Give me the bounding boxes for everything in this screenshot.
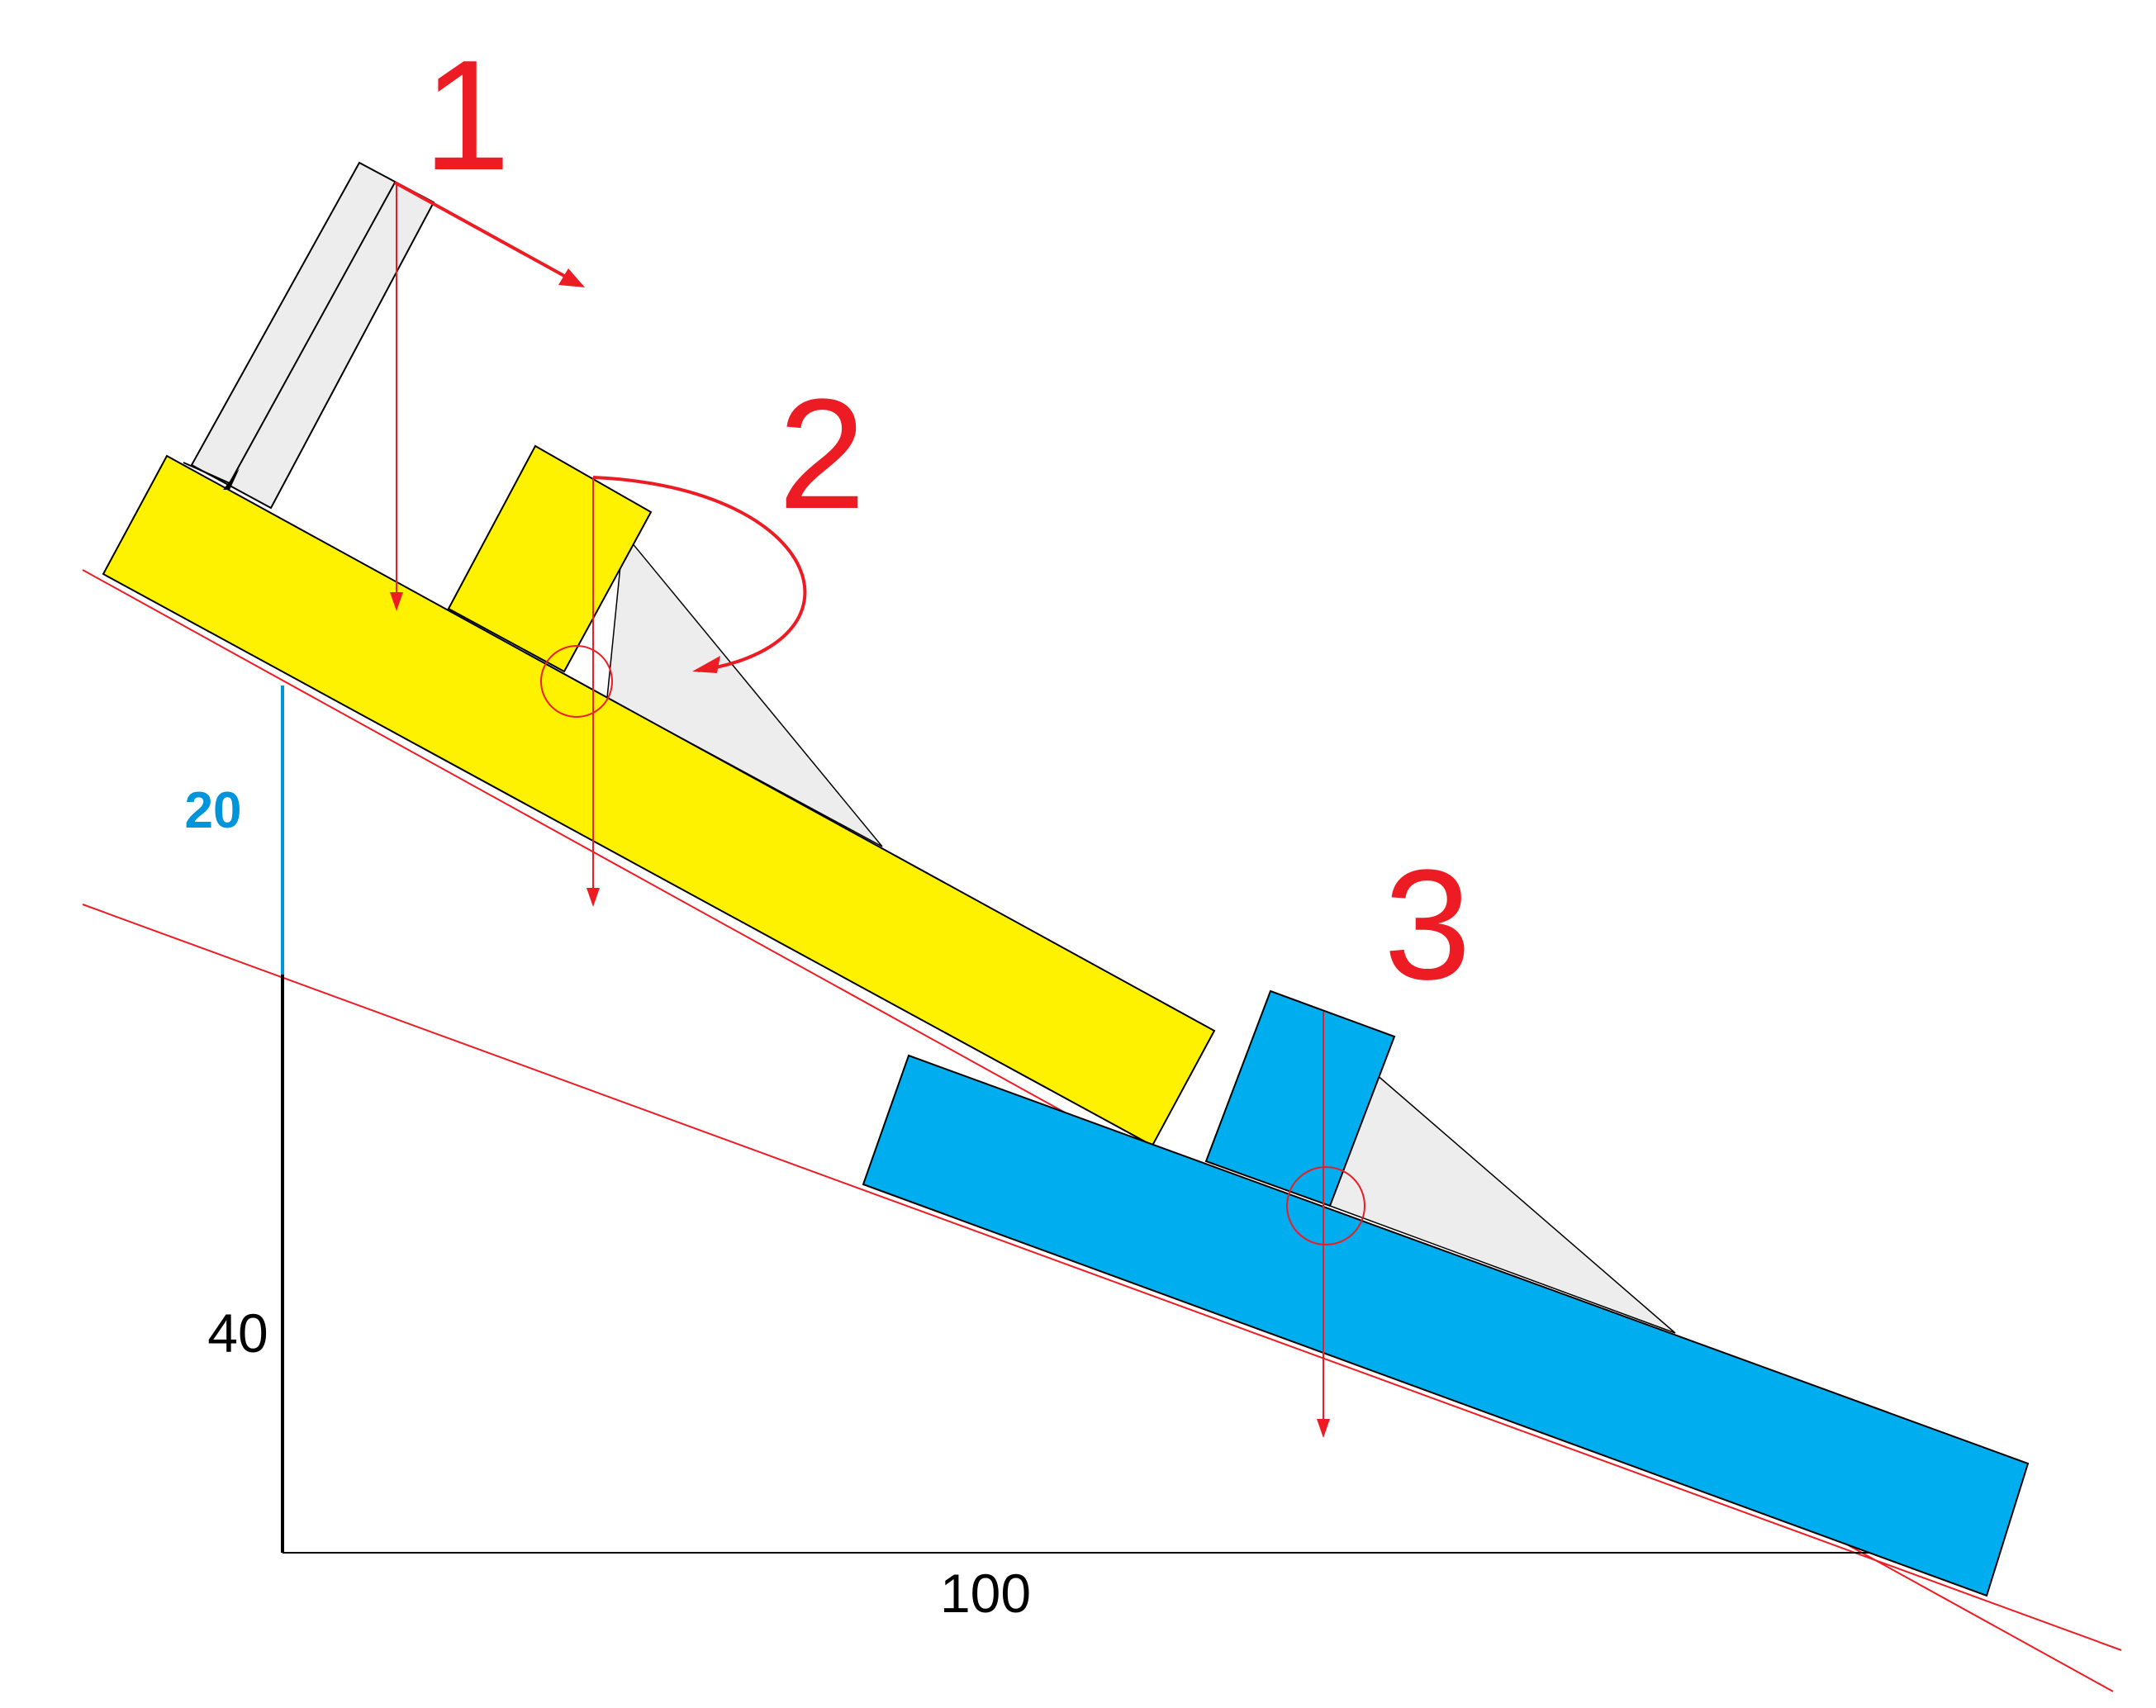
step-label-1: 1 xyxy=(423,28,511,203)
force-arrow-stick-head xyxy=(390,592,403,611)
dimension-label-100: 100 xyxy=(940,1563,1031,1624)
force-arrow-lower-head xyxy=(1317,1419,1330,1438)
lower-post xyxy=(1204,989,1396,1207)
step-label-3: 3 xyxy=(1384,837,1471,1013)
lower-incline-line xyxy=(82,904,2122,1651)
stick-contact-arrow xyxy=(183,462,230,484)
push-arrow xyxy=(394,181,582,287)
rotation-arrow-head xyxy=(692,656,720,673)
upper-board xyxy=(102,454,1216,1147)
stick-contact-arrowhead xyxy=(223,468,240,490)
dimension-label-20: 20 xyxy=(185,782,242,839)
upper-post xyxy=(447,444,653,673)
force-arrow-upper-head xyxy=(586,888,600,907)
pivot-circle-lower xyxy=(1286,1166,1365,1245)
rotation-arrow xyxy=(592,476,807,672)
lower-board xyxy=(862,1054,2030,1597)
dimension-label-40: 40 xyxy=(207,1302,268,1364)
pivot-circle-upper xyxy=(540,645,613,718)
step-label-2: 2 xyxy=(778,367,866,542)
stick-1-inner-edge xyxy=(229,182,396,484)
push-arrow-head xyxy=(558,268,585,287)
stick-1 xyxy=(190,161,435,510)
